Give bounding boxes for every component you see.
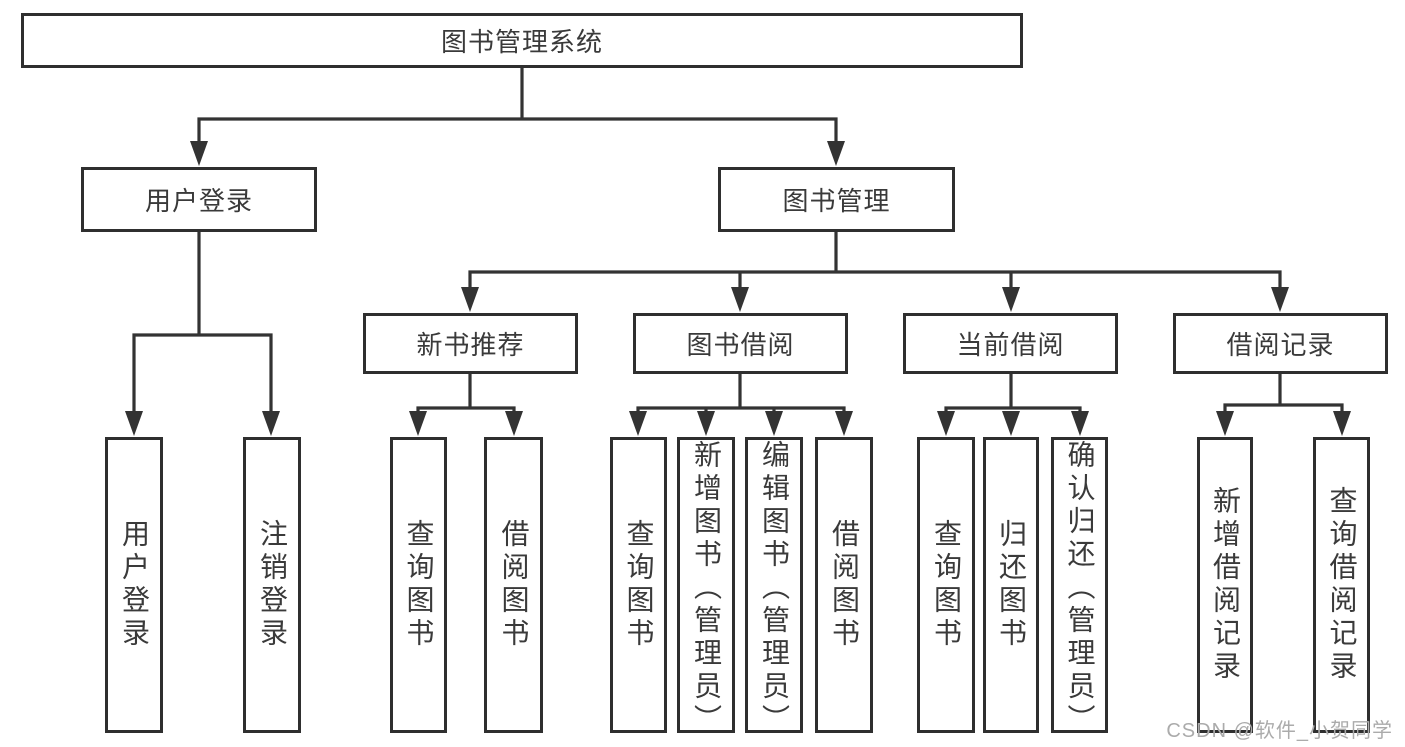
csdn-watermark: CSDN @软件_小贺同学: [1166, 720, 1393, 742]
leaf-label: 新增图书（管理员）: [691, 440, 722, 737]
leaf-confirm-return-admin: 确认归还（管理员）: [1051, 437, 1108, 737]
node-new-book-recommend: 新书推荐: [363, 313, 578, 374]
leaf-label: 借阅图书: [829, 519, 860, 651]
leaf-return-book: 归还图书: [983, 437, 1039, 733]
leaf-label: 编辑图书（管理员）: [759, 440, 790, 737]
leaf-user-login: 用户登录: [105, 437, 163, 733]
node-current-borrow: 当前借阅: [903, 313, 1118, 374]
leaf-query-books-recommend: 查询图书: [390, 437, 447, 733]
leaf-label: 借阅图书: [498, 519, 530, 651]
leaf-label: 确认归还（管理员）: [1064, 440, 1096, 737]
leaf-borrow-books: 借阅图书: [815, 437, 873, 733]
leaf-borrow-books-recommend: 借阅图书: [484, 437, 543, 733]
leaf-label: 用户登录: [119, 519, 150, 651]
leaf-label: 查询图书: [931, 519, 962, 651]
leaf-label: 新增借阅记录: [1210, 486, 1241, 684]
leaf-logout: 注销登录: [243, 437, 301, 733]
leaf-edit-book-admin: 编辑图书（管理员）: [745, 437, 803, 737]
leaf-add-book-admin: 新增图书（管理员）: [677, 437, 735, 737]
leaf-query-borrow-record: 查询借阅记录: [1313, 437, 1370, 733]
leaf-label: 查询图书: [623, 519, 655, 651]
node-borrow-record: 借阅记录: [1173, 313, 1388, 374]
node-user-login: 用户登录: [81, 167, 317, 232]
arrowheads: [125, 141, 1351, 436]
leaf-label: 查询借阅记录: [1326, 486, 1358, 684]
node-library-management-system: 图书管理系统: [21, 13, 1023, 68]
node-book-management: 图书管理: [718, 167, 955, 232]
leaf-label: 归还图书: [996, 519, 1027, 651]
leaf-label: 注销登录: [257, 519, 288, 651]
leaf-query-books-borrow: 查询图书: [610, 437, 667, 733]
leaf-add-borrow-record: 新增借阅记录: [1197, 437, 1253, 733]
leaf-label: 查询图书: [403, 519, 435, 651]
node-book-borrow: 图书借阅: [633, 313, 848, 374]
leaf-query-books-current: 查询图书: [917, 437, 975, 733]
